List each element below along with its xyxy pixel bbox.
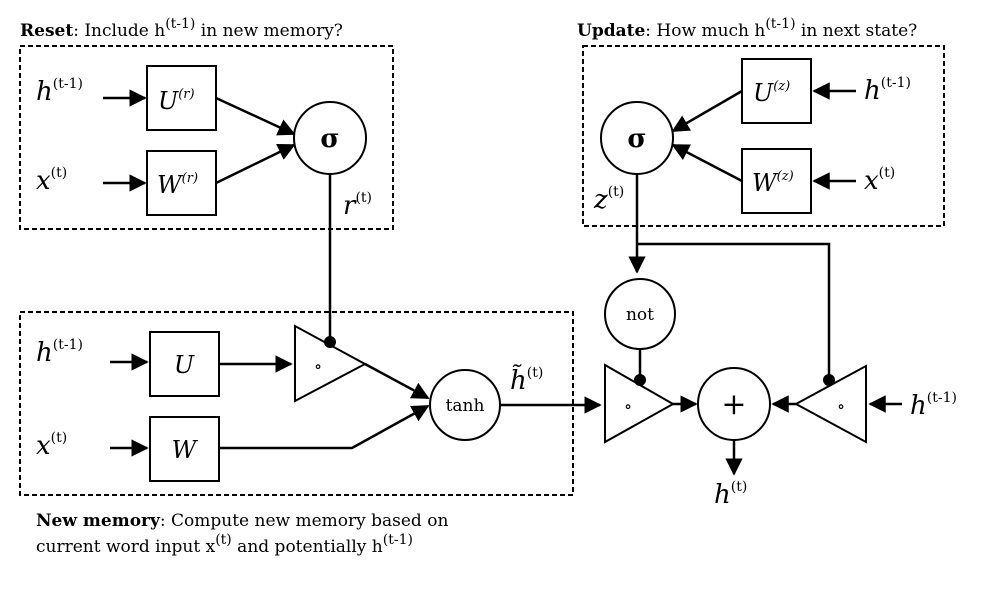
new-memory-box-w-label: W bbox=[172, 436, 199, 464]
new-memory-caption-line2: current word input x(t) and potentially … bbox=[36, 532, 413, 557]
new-memory-box-w bbox=[149, 416, 220, 482]
reset-output-r: r(t) bbox=[343, 190, 372, 221]
new-memory-w-to-tanh bbox=[219, 404, 430, 450]
new-memory-box-u bbox=[149, 331, 220, 397]
update-box-u bbox=[741, 58, 812, 124]
reset-box-u-label: U(r) bbox=[158, 87, 195, 115]
plus-label: + bbox=[721, 387, 746, 422]
update-sigma-label: σ bbox=[627, 124, 646, 154]
reset-gate-region bbox=[19, 45, 394, 230]
update-caption: Update: How much h(t-1) in next state? bbox=[577, 16, 917, 41]
reset-caption: Reset: Include h(t-1) in new memory? bbox=[20, 16, 343, 41]
reset-sigma-label: σ bbox=[320, 124, 339, 154]
update-input-x: x(t) bbox=[864, 165, 895, 196]
new-memory-region bbox=[19, 311, 574, 496]
update-box-u-label: U(z) bbox=[753, 79, 790, 107]
reset-hadamard-symbol: ∘ bbox=[314, 357, 322, 377]
reset-box-w-label: W(r) bbox=[157, 171, 198, 199]
new-memory-input-h: h(t-1) bbox=[36, 337, 83, 368]
output-h: h(t) bbox=[714, 479, 747, 510]
reset-box-u bbox=[146, 65, 217, 131]
reset-u-to-sigma bbox=[215, 96, 296, 136]
reset-input-h: h(t-1) bbox=[36, 76, 83, 107]
not-label: not bbox=[626, 305, 654, 325]
hadamard-to-tanh bbox=[364, 362, 430, 400]
left-hadamard-control-dot bbox=[634, 374, 646, 386]
combine-input-h: h(t-1) bbox=[910, 390, 957, 421]
right-hadamard-control-dot bbox=[823, 374, 835, 386]
reset-hadamard-control-dot bbox=[324, 336, 336, 348]
new-memory-box-u-label: U bbox=[174, 351, 195, 379]
reset-box-w bbox=[146, 150, 217, 216]
tanh-label: tanh bbox=[446, 396, 485, 416]
update-z-to-right-gate bbox=[637, 242, 831, 380]
reset-input-x: x(t) bbox=[36, 165, 67, 196]
right-hadamard-symbol: ∘ bbox=[837, 397, 845, 417]
new-memory-caption-line1: New memory: Compute new memory based on bbox=[36, 511, 448, 531]
update-w-to-sigma bbox=[671, 143, 743, 183]
candidate-h-tilde: h̃(t) bbox=[510, 364, 543, 396]
update-u-to-sigma bbox=[671, 89, 743, 133]
update-gate-region bbox=[582, 45, 945, 227]
reset-w-to-sigma bbox=[215, 143, 296, 185]
new-memory-input-x: x(t) bbox=[36, 430, 67, 461]
update-output-z: z(t) bbox=[593, 184, 624, 215]
update-box-w-label: W(z) bbox=[752, 169, 794, 197]
left-hadamard-symbol: ∘ bbox=[624, 397, 632, 417]
update-input-h: h(t-1) bbox=[864, 75, 911, 106]
